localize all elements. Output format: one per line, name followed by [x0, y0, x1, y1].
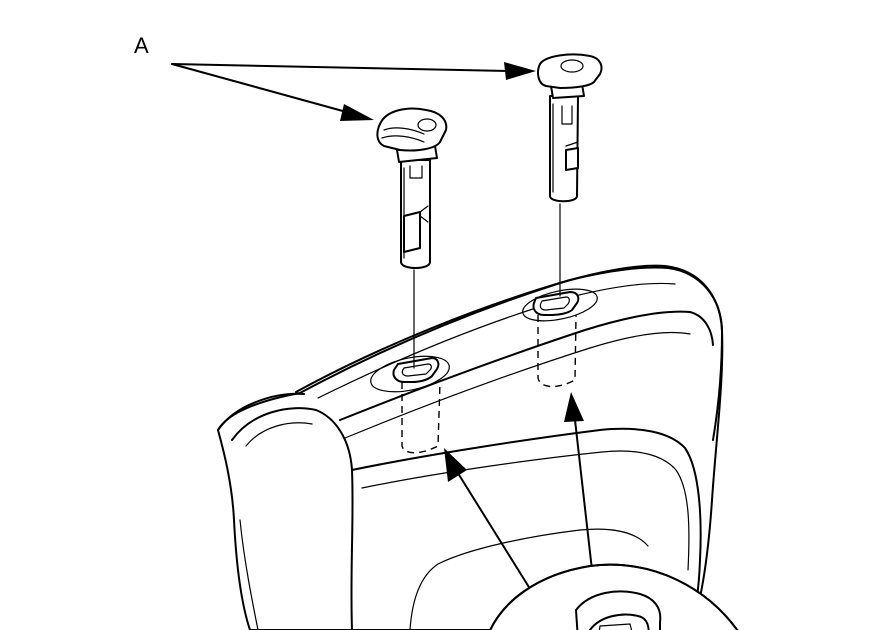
clip-right [537, 53, 603, 203]
mounting-hole-right [522, 288, 598, 388]
mounting-hole-left [370, 355, 450, 454]
clip-left [376, 107, 448, 269]
leader-arrows-holes [444, 392, 593, 593]
callout-label-a: A [134, 33, 149, 58]
leader-arrows-a [171, 62, 536, 121]
housing-cover [217, 264, 724, 630]
detail-magnifier [489, 563, 739, 630]
